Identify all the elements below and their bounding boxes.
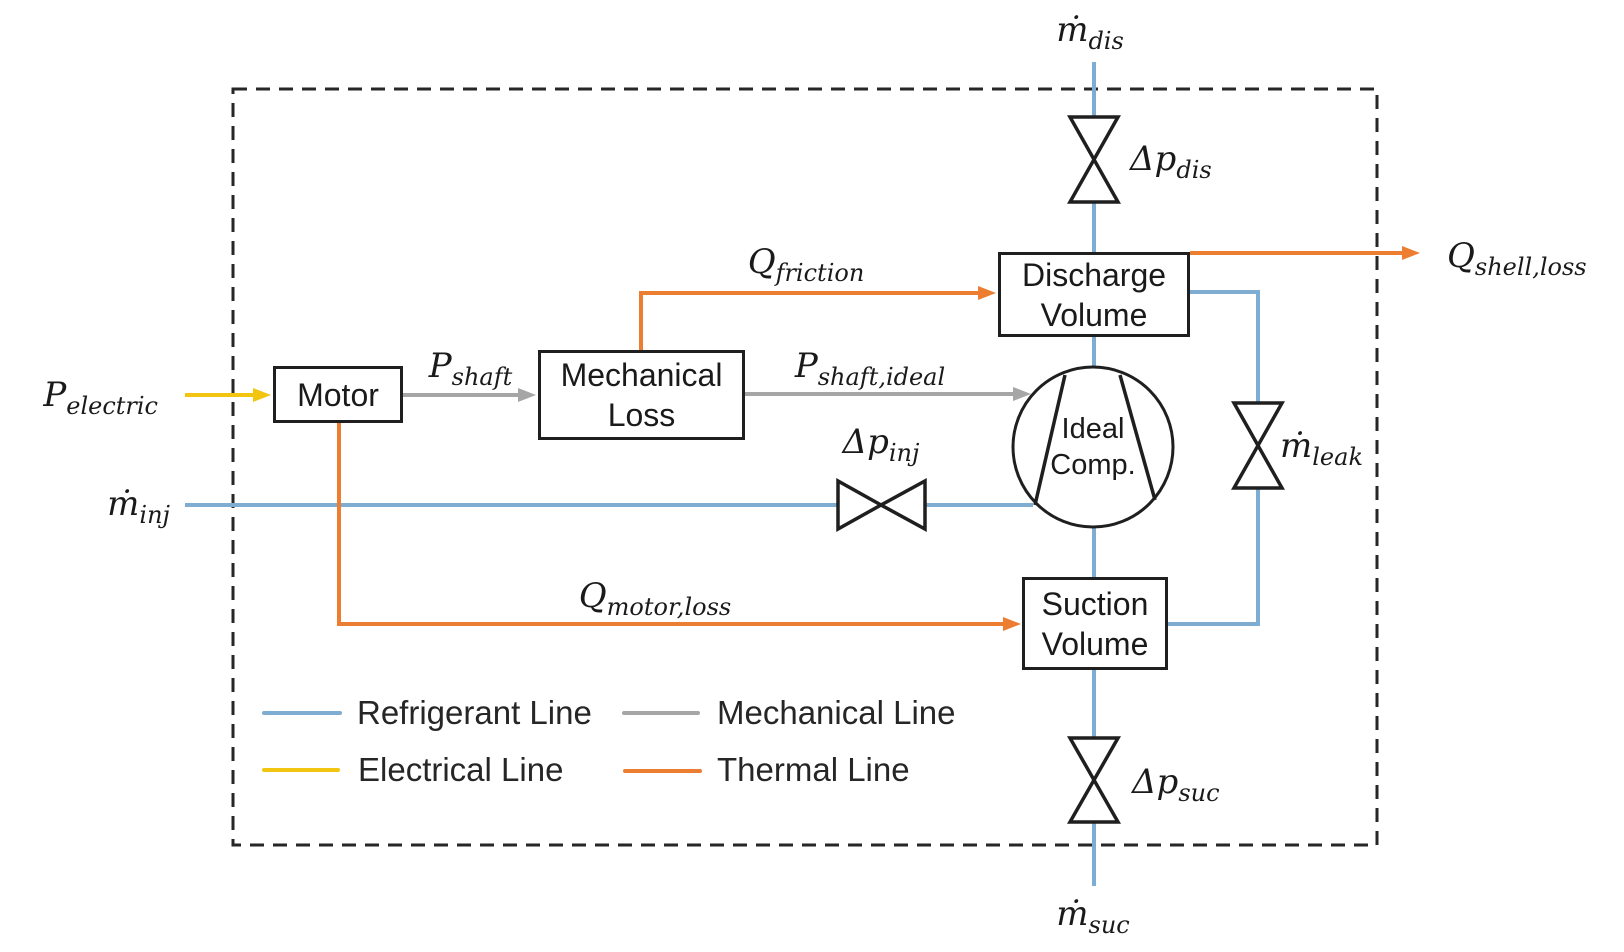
legend-swatch-electrical <box>262 768 340 772</box>
mechanical-arrowhead-shaft-ideal <box>1013 387 1031 401</box>
valve-m-leak-top-triangle <box>1231 401 1285 450</box>
label-m-dot-suc-main: ṁ <box>1056 894 1089 934</box>
valve-dp-dis-bottom-triangle <box>1067 155 1121 204</box>
discharge-volume-label-line1: Discharge <box>1021 256 1167 293</box>
mechanical-loss-label-line2: Loss <box>607 397 676 433</box>
label-p-shaft: Pshaft <box>408 346 533 389</box>
mechanical-loss-block: Mechanical Loss <box>538 350 745 440</box>
label-dp-suc-sub: suc <box>1178 778 1220 807</box>
ideal-compressor-circle <box>1011 365 1175 529</box>
label-q-shell-loss-sub: shell,loss <box>1474 252 1587 281</box>
label-m-dot-suc-sub: suc <box>1088 910 1130 939</box>
label-q-motor-loss-main: Q <box>578 576 607 616</box>
label-q-motor-loss-sub: motor,loss <box>606 592 732 621</box>
valve-dp-inj <box>836 478 927 532</box>
label-m-dot-inj-sub: inj <box>139 500 170 529</box>
thermal-line-q-friction <box>639 291 978 350</box>
ideal-compressor-label-line1: Ideal <box>1061 413 1125 445</box>
label-dp-dis-main: Δp <box>1130 139 1177 179</box>
label-p-electric-sub: electric <box>66 391 158 420</box>
ideal-compressor-right-vane <box>1118 374 1157 501</box>
label-q-shell-loss: Qshell,loss <box>1447 236 1587 279</box>
valve-dp-inj-left-triangle <box>836 478 885 532</box>
suction-volume-label-line1: Suction <box>1041 585 1149 622</box>
legend-label-thermal: Thermal Line <box>717 751 910 788</box>
legend-swatch-refrigerant <box>262 711 342 715</box>
label-dp-inj-main: Δp <box>842 422 889 462</box>
thermal-line-q-motor-loss <box>337 423 1003 626</box>
label-p-shaft-sub: shaft <box>451 362 513 391</box>
thermal-arrowhead-friction <box>978 286 996 300</box>
valve-dp-dis-top-triangle <box>1067 115 1121 164</box>
label-m-dot-dis-main: ṁ <box>1056 10 1089 50</box>
ideal-compressor-left-vane <box>1033 374 1067 506</box>
label-dp-dis: Δpdis <box>1130 139 1212 182</box>
electrical-arrowhead <box>253 388 271 402</box>
suction-volume-block: Suction Volume <box>1022 577 1168 670</box>
label-m-dot-leak-main: ṁ <box>1280 426 1313 466</box>
valve-dp-dis <box>1067 115 1121 204</box>
valve-dp-suc-bottom-triangle <box>1066 776 1122 824</box>
suction-volume-label-line2: Volume <box>1041 625 1149 662</box>
label-p-electric: Pelectric <box>30 375 158 418</box>
legend-swatch-thermal <box>623 769 702 773</box>
mechanical-arrowhead-shaft <box>518 388 536 402</box>
label-q-shell-loss-main: Q <box>1447 236 1475 276</box>
label-q-friction-sub: friction <box>775 258 865 287</box>
legend-label-refrigerant: Refrigerant Line <box>357 694 592 731</box>
valve-m-leak-bottom-triangle <box>1231 441 1285 490</box>
ideal-compressor-label-line2: Comp. <box>1050 449 1136 481</box>
valve-dp-inj-right-triangle <box>877 478 927 532</box>
label-q-motor-loss: Qmotor,loss <box>540 576 770 619</box>
label-dp-suc-main: Δp <box>1132 762 1179 802</box>
valve-m-leak <box>1231 401 1285 490</box>
label-m-dot-suc: ṁsuc <box>1040 894 1146 937</box>
legend-label-electrical: Electrical Line <box>358 751 564 788</box>
label-p-shaft-ideal: Pshaft,ideal <box>770 346 970 389</box>
label-dp-inj-sub: inj <box>888 438 920 467</box>
refrigerant-line-leak-lower <box>1168 488 1260 626</box>
motor-block: Motor <box>273 366 403 423</box>
label-m-dot-leak: ṁleak <box>1280 426 1363 469</box>
label-dp-dis-sub: dis <box>1176 155 1212 184</box>
thermal-arrowhead-motor-loss <box>1003 617 1021 631</box>
system-boundary-dashed-box <box>231 87 1379 847</box>
label-m-dot-inj: ṁinj <box>60 484 170 527</box>
label-m-dot-inj-main: ṁ <box>107 484 140 524</box>
valve-dp-suc-top-triangle <box>1066 736 1122 784</box>
label-p-shaft-main: P <box>428 346 452 386</box>
label-q-friction-main: Q <box>747 242 776 282</box>
label-q-friction: Qfriction <box>706 242 906 285</box>
refrigerant-line-leak-upper <box>1190 290 1260 403</box>
valve-dp-suc <box>1066 736 1122 824</box>
label-p-electric-main: P <box>43 375 67 415</box>
legend-label-mechanical: Mechanical Line <box>717 694 956 731</box>
motor-label: Motor <box>297 376 379 413</box>
mechanical-loss-label-line1: Mechanical <box>560 357 723 393</box>
ideal-compressor-label: Ideal Comp. <box>1033 411 1153 483</box>
label-m-dot-leak-sub: leak <box>1312 442 1363 471</box>
label-m-dot-dis-sub: dis <box>1088 26 1124 55</box>
label-p-shaft-ideal-sub: shaft,ideal <box>817 362 946 391</box>
label-m-dot-dis: ṁdis <box>1040 10 1140 53</box>
thermal-arrowhead-shell-loss <box>1402 246 1420 260</box>
label-dp-inj: Δpinj <box>798 422 964 465</box>
label-p-shaft-ideal-main: P <box>794 346 818 386</box>
legend-swatch-mechanical <box>622 711 700 715</box>
discharge-volume-label-line2: Volume <box>1040 296 1148 333</box>
discharge-volume-block: Discharge Volume <box>998 252 1190 337</box>
label-dp-suc: Δpsuc <box>1132 762 1220 805</box>
